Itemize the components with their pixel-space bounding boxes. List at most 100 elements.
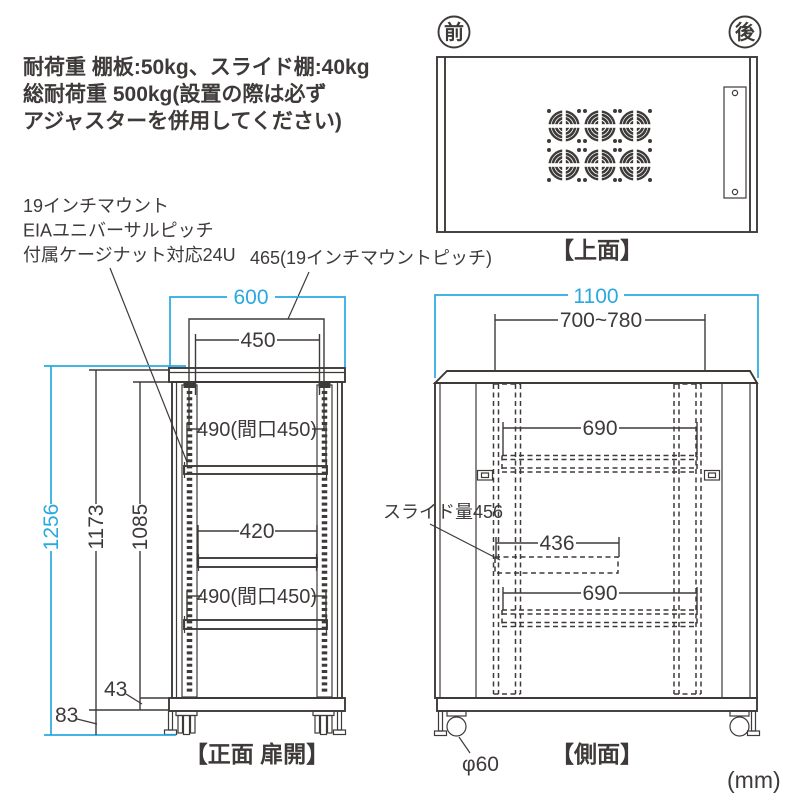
caster-fork [314, 714, 321, 734]
top-view-caption: 【上面】 [551, 237, 643, 263]
side-top-board [432, 370, 759, 384]
caster-plate [729, 710, 750, 717]
side-latch-left [476, 469, 494, 481]
adjuster-post [437, 710, 444, 732]
fan-grill-icon [617, 108, 653, 144]
shelf-width-bottom-dim: 490(間口450) [186, 586, 327, 620]
front-base-frame [168, 697, 346, 712]
adjuster-foot [433, 730, 448, 737]
mount-pitch-leader-line [287, 271, 310, 320]
caster-fork [326, 714, 333, 734]
frame-height-value: 1173 [85, 504, 108, 549]
base-height-43-dim: 43 [104, 678, 143, 705]
front-view-caption: 【正面 扉開】 [185, 741, 329, 767]
fan-grill-icon [546, 147, 582, 183]
slide-depth-value: 436 [539, 532, 574, 555]
adjuster-foot [746, 730, 761, 737]
front-width-600-dim: 600 [169, 286, 346, 367]
load-capacity-note: 耐荷重 棚板:50kg、スライド棚:40kg 総耐荷重 500kg(設置の際は必… [23, 55, 370, 133]
front-caster-right [312, 710, 347, 736]
caster-height-value: 83 [55, 704, 78, 727]
caster-plate [446, 710, 467, 717]
front-marker-label: 前 [444, 20, 464, 44]
side-latch-right [703, 469, 721, 481]
side-caster-left [433, 710, 467, 737]
fan-grill-icon [546, 108, 582, 144]
adjuster-foot [163, 729, 178, 736]
side-base-frame [436, 697, 758, 712]
top-view-diagram: 前 後 【上面】 [436, 15, 762, 263]
rear-marker-label: 後 [735, 20, 756, 44]
front-marker-circle [437, 15, 471, 49]
caster-wheel [729, 716, 750, 737]
rail-depth-range-dim: 700~780 [494, 309, 706, 371]
side-caster-right [729, 710, 761, 737]
load-note-line1: 耐荷重 棚板:50kg、スライド棚:40kg [23, 55, 370, 79]
adjuster-post [750, 710, 757, 732]
panel-screw-icon [731, 89, 739, 97]
hidden-slide-shelf [494, 556, 619, 574]
slide-width-dim: 420 [197, 520, 318, 558]
rail-depth-range-value: 700~780 [560, 309, 642, 332]
base-height-value: 43 [104, 678, 127, 701]
slide-stroke-note: スライド量456 [383, 502, 503, 561]
mount-note-line2: EIAユニバーサルピッチ [23, 221, 214, 241]
mount-pitch-465-dim [188, 318, 325, 430]
total-height-value: 1256 [40, 504, 63, 551]
adjuster-post [167, 710, 174, 731]
fixed-shelf-bottom [183, 619, 328, 630]
front-view-diagram: 600 450 490(間口450) 420 [40, 286, 347, 767]
fan-grill-icon [617, 147, 653, 183]
fan-grill-icon [582, 147, 618, 183]
mount-note-line3: 付属ケージナット対応24U [23, 245, 236, 265]
fan-grill-icon [582, 108, 618, 144]
mount-note-leader-line [109, 267, 188, 463]
caster-fork [177, 714, 184, 734]
caster-diameter-note: φ60 [458, 736, 499, 776]
shelf-width-top-value: 490(間口450) [197, 419, 317, 441]
total-height-1256-dim: 1256 [40, 365, 186, 736]
mount-width-450-dim: 450 [194, 329, 321, 395]
side-view-caption: 【側面】 [551, 741, 643, 767]
mount-note-line1: 19インチマウント [23, 196, 169, 216]
mount-pitch-label: 465(19インチマウントピッチ) [250, 248, 492, 268]
inner-height-1085-dim: 1085 [129, 381, 169, 710]
side-depth-value: 1100 [573, 285, 618, 308]
caster-wheel [182, 714, 191, 736]
caster-wheel [319, 714, 328, 736]
caster-height-83-dim: 83 [55, 704, 98, 727]
shelf-depth-top-dim: 690 [502, 417, 698, 455]
fixed-shelf-top [183, 465, 328, 475]
load-note-line3: アジャスターを併用してください) [23, 109, 342, 133]
hidden-shelf-bottom [501, 609, 698, 628]
hidden-shelf-top [501, 454, 698, 473]
panel-screw-icon [731, 188, 739, 196]
units-label: (mm) [727, 767, 781, 793]
frame-height-1173-dim: 1173 [85, 369, 169, 735]
front-width-value: 600 [233, 286, 268, 309]
slide-stroke-label: スライド量456 [383, 502, 503, 522]
vent-fan-grid [546, 108, 653, 183]
mount-width-value: 450 [240, 329, 275, 352]
mount-spec-note: 19インチマウント EIAユニバーサルピッチ 付属ケージナット対応24U 465… [23, 196, 492, 463]
load-note-line2: 総耐荷重 500kg(設置の際は必ず [23, 82, 326, 106]
front-caster-left [163, 710, 198, 736]
hidden-front-rail [492, 383, 522, 695]
slide-depth-dim: 436 [495, 532, 620, 557]
side-latch-right-inner [707, 472, 717, 479]
slide-width-value: 420 [239, 520, 274, 543]
shelf-width-bottom-value: 490(間口450) [197, 586, 317, 608]
caster-fork [189, 714, 196, 734]
inner-height-value: 1085 [129, 504, 152, 551]
caster-diameter-value: φ60 [462, 753, 499, 776]
side-latch-left-inner [480, 472, 490, 479]
top-view-outline [436, 56, 758, 233]
rear-marker-circle [728, 15, 762, 49]
hidden-rear-rail [673, 383, 702, 695]
shelf-depth-bottom-value: 690 [582, 582, 617, 605]
caster-wheel [446, 716, 467, 737]
shelf-width-top-dim: 490(間口450) [186, 419, 327, 466]
adjuster-post [336, 710, 343, 731]
